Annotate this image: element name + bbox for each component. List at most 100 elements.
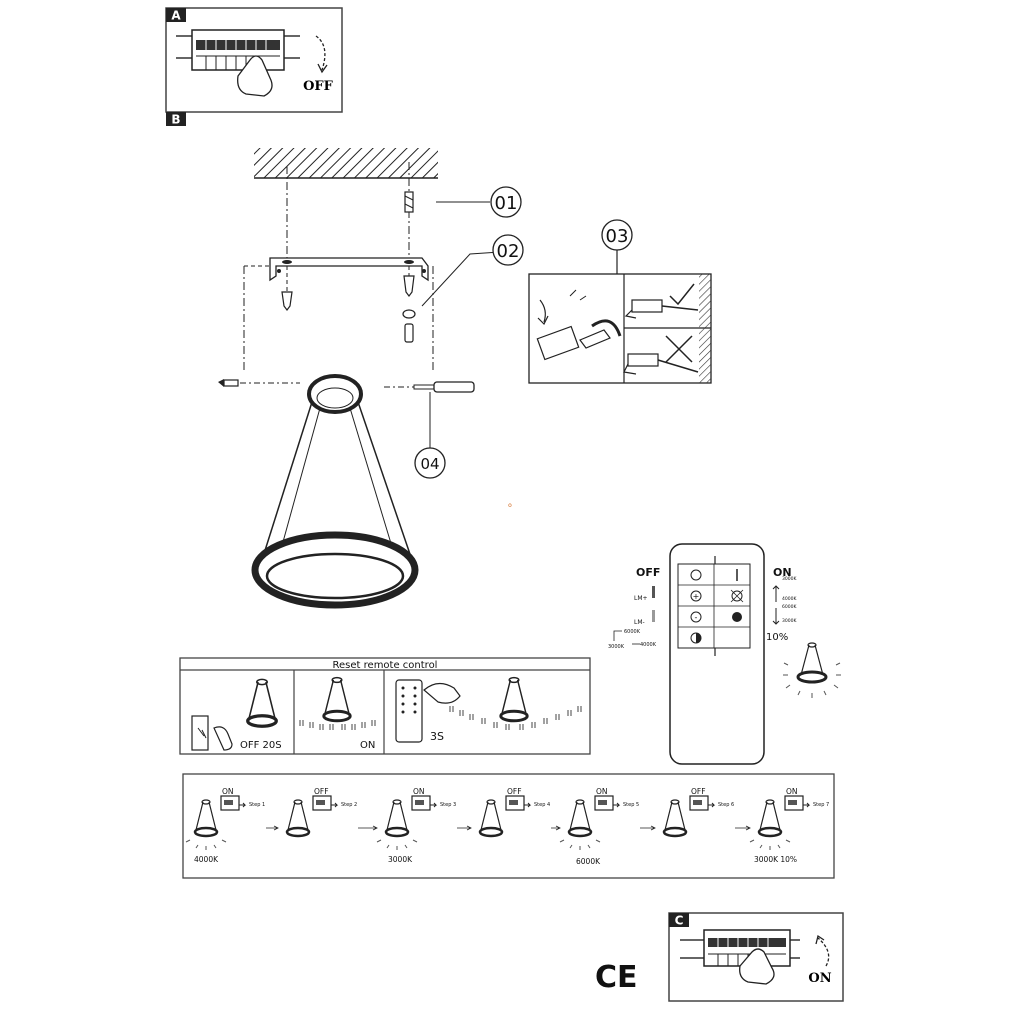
panel-c-breaker-on: C ON bbox=[668, 912, 844, 1002]
result-label-3: 6000K bbox=[576, 857, 601, 866]
pendant-lamp-large bbox=[251, 374, 419, 609]
screwdriver bbox=[433, 381, 475, 393]
callout-03: 03 bbox=[601, 219, 633, 274]
panel-a-tag: A bbox=[171, 9, 181, 23]
light-rays bbox=[559, 839, 601, 850]
svg-text:OFF: OFF bbox=[636, 566, 660, 579]
svg-text:6000K: 6000K bbox=[782, 604, 797, 610]
step-number-label: Step 3 bbox=[440, 802, 456, 808]
ce-mark: CE bbox=[595, 960, 638, 995]
svg-text:04: 04 bbox=[420, 455, 439, 473]
sequence-step-2: OFF Step 2 bbox=[285, 787, 378, 838]
sequence-step-6: OFF Step 6 bbox=[662, 787, 751, 838]
svg-text:03: 03 bbox=[606, 226, 629, 247]
svg-text:-: - bbox=[695, 613, 698, 622]
svg-text:3000K: 3000K bbox=[782, 618, 797, 624]
reset-off-label: OFF 20S bbox=[240, 740, 282, 751]
reset-remote-panel: Reset remote control OFF 20S ON 3S bbox=[179, 657, 591, 755]
light-rays bbox=[376, 839, 418, 850]
washer bbox=[402, 309, 416, 319]
screw bbox=[403, 275, 415, 297]
svg-text:01: 01 bbox=[495, 193, 518, 214]
terminal-block bbox=[536, 325, 580, 361]
svg-text:4000K: 4000K bbox=[782, 596, 797, 602]
remote-legend-left: OFF LM+ LM- 6000K 3000K 4000K bbox=[608, 566, 660, 650]
step-number-label: Step 6 bbox=[718, 802, 734, 808]
brightness-up-icon bbox=[690, 590, 702, 602]
stray-mark: o bbox=[508, 502, 512, 509]
step-arrow bbox=[640, 825, 656, 831]
cross-icon bbox=[665, 335, 693, 363]
screw bbox=[281, 291, 293, 311]
result-label-1: 4000K bbox=[194, 855, 219, 864]
light-rays bbox=[749, 839, 791, 850]
step-number-label: Step 4 bbox=[534, 802, 550, 808]
breaker-strip-a bbox=[191, 29, 285, 71]
step-arrow bbox=[457, 825, 472, 831]
step-number-label: Step 2 bbox=[341, 802, 357, 808]
svg-text:+: + bbox=[693, 592, 700, 601]
hand-icon bbox=[739, 948, 775, 985]
panel-a-tag-box bbox=[166, 8, 186, 22]
panel-c-tag-box bbox=[669, 913, 689, 927]
step-state-label: ON bbox=[596, 787, 608, 796]
color-temp-icon bbox=[731, 590, 743, 602]
svg-text:6000K: 6000K bbox=[624, 629, 641, 635]
ceiling-mount-diagram bbox=[218, 148, 501, 450]
ceiling-hatch bbox=[254, 148, 438, 178]
panel-c-tag: C bbox=[675, 914, 684, 928]
callout-04: 04 bbox=[414, 447, 446, 479]
remote-legend-right: ON 3000K 4000K 6000K 3000K 10% bbox=[766, 566, 797, 643]
light-rays bbox=[185, 839, 227, 850]
svg-text:LM+: LM+ bbox=[634, 595, 648, 602]
svg-text:10%: 10% bbox=[766, 632, 788, 643]
panel-a-off-label: OFF bbox=[303, 79, 334, 94]
sequence-step-4: OFF Step 4 bbox=[478, 787, 561, 838]
hand-icon bbox=[237, 55, 273, 97]
step-arrow bbox=[735, 825, 751, 831]
rotate-arrow-icon bbox=[817, 937, 830, 967]
sequence-step-1: ON Step 1 bbox=[185, 787, 279, 850]
panel-b-tag: B bbox=[171, 113, 180, 127]
mini-remote-icon bbox=[395, 679, 423, 743]
panel-b-tag-box bbox=[166, 112, 186, 126]
step-state-label: OFF bbox=[691, 787, 706, 796]
svg-text:LM-: LM- bbox=[634, 619, 645, 626]
remote-control: + - bbox=[669, 543, 765, 765]
brightness-down-icon bbox=[690, 611, 702, 623]
step-state-label: ON bbox=[222, 787, 234, 796]
sequence-step-5: ON Step 5 bbox=[559, 787, 656, 850]
step-state-label: OFF bbox=[507, 787, 522, 796]
cable-grip bbox=[404, 323, 414, 343]
sequence-step-3: ON Step 3 bbox=[376, 787, 472, 850]
wall-plug bbox=[404, 191, 414, 213]
step-number-label: Step 1 bbox=[249, 802, 265, 808]
color-temp-warm-icon bbox=[732, 612, 742, 622]
step-state-label: ON bbox=[413, 787, 425, 796]
svg-text:3000K: 3000K bbox=[782, 576, 797, 582]
rotate-arrow-icon bbox=[315, 35, 326, 71]
callout-02: 02 bbox=[492, 234, 524, 266]
reset-on-label: ON bbox=[360, 740, 375, 751]
panel-a-breaker-off: A OFF bbox=[165, 7, 343, 113]
step-arrow bbox=[551, 825, 561, 831]
panel-c-on-label: ON bbox=[808, 971, 831, 986]
step-state-label: OFF bbox=[314, 787, 329, 796]
svg-text:3000K: 3000K bbox=[608, 644, 625, 650]
step-arrow bbox=[266, 825, 279, 831]
svg-text:ON: ON bbox=[773, 566, 792, 579]
reset-hold-label: 3S bbox=[430, 730, 444, 743]
step-arrow bbox=[358, 825, 378, 831]
result-label-2: 3000K bbox=[388, 855, 413, 864]
step-number-label: Step 5 bbox=[623, 802, 639, 808]
glowing-lamp-icon bbox=[783, 642, 841, 698]
svg-text:02: 02 bbox=[497, 241, 520, 262]
result-label-4: 3000K 10% bbox=[754, 855, 797, 864]
step-number-label: Step 7 bbox=[813, 802, 829, 808]
callout-01: 01 bbox=[490, 186, 522, 218]
check-icon bbox=[669, 283, 695, 306]
wall-switch-icon bbox=[191, 715, 209, 751]
